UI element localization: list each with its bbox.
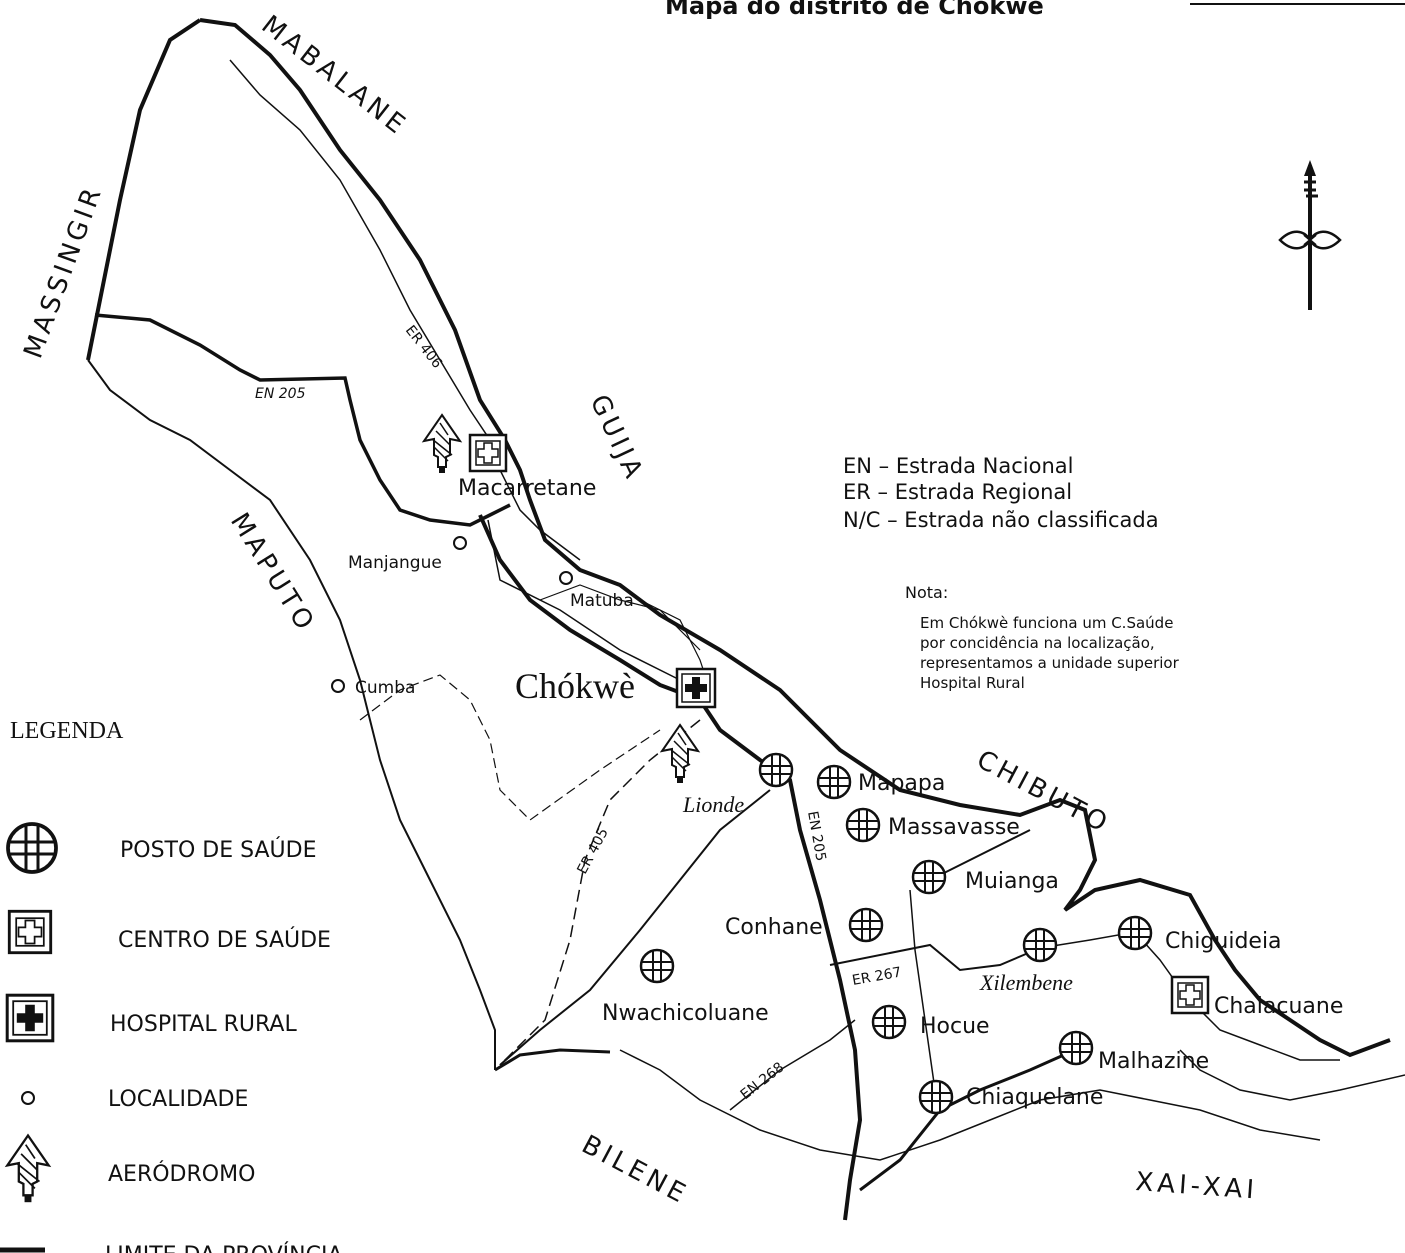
place-nwachicoluane: Nwachicoluane bbox=[602, 1001, 769, 1026]
health-center-icon bbox=[1170, 975, 1210, 1015]
health-post-icon bbox=[1058, 1030, 1094, 1066]
road-en268 bbox=[729, 1019, 856, 1111]
map-title: Mapa do distrito de Chókwè bbox=[665, 0, 1044, 20]
legend-item-health-post: POSTO DE SAÚDE bbox=[6, 822, 317, 874]
neighbor-xai-xai: XAI-XAI bbox=[1135, 1167, 1259, 1205]
road-matuba bbox=[539, 584, 701, 651]
district-seat-chokwe: Chókwè bbox=[515, 666, 635, 706]
road-label-er405: ER 405 bbox=[574, 825, 611, 876]
health-post-icon bbox=[6, 822, 58, 874]
road-hocue bbox=[909, 889, 936, 1091]
legend-label: AERÓDROMO bbox=[108, 1161, 255, 1187]
legend-label: HOSPITAL RURAL bbox=[110, 1012, 297, 1037]
legend-item-rural-hospital: HOSPITAL RURAL bbox=[5, 993, 297, 1043]
health-post-icon bbox=[845, 807, 881, 843]
neighbor-massingir: MASSINGIR bbox=[18, 181, 109, 363]
place-hocue: Hocue bbox=[920, 1014, 990, 1039]
health-post-icon bbox=[816, 764, 852, 800]
place-macarretane: Macarretane bbox=[458, 476, 596, 501]
rural-hospital-icon bbox=[675, 667, 717, 709]
district-boundary bbox=[199, 18, 1391, 1058]
place-massavasse: Massavasse bbox=[888, 815, 1020, 840]
legend-title: LEGENDA bbox=[10, 718, 124, 744]
road-label-en268: EN 268 bbox=[738, 1059, 788, 1103]
health-post-icon bbox=[1117, 915, 1153, 951]
place-mapapa: Mapapa bbox=[858, 771, 945, 796]
note-line-1: Em Chókwè funciona um C.Saúde bbox=[920, 614, 1173, 632]
legend-item-province-boundary: LIMITE DA PROVÍNCIA bbox=[0, 1242, 343, 1253]
rural-hospital-icon bbox=[5, 993, 55, 1043]
district-boundary-south bbox=[494, 1048, 611, 1072]
legend-item-locality: LOCALIDADE bbox=[21, 1087, 248, 1112]
inner-boundary bbox=[94, 313, 511, 527]
road-cumba bbox=[359, 674, 661, 821]
road-legend-nc: N/C – Estrada não classificada bbox=[843, 508, 1159, 532]
legend-label: POSTO DE SAÚDE bbox=[120, 837, 317, 863]
district-boundary-south-west bbox=[87, 359, 496, 1070]
place-matuba: Matuba bbox=[570, 591, 634, 611]
health-post-icon bbox=[758, 752, 794, 788]
road-label-en205-north: EN 205 bbox=[255, 386, 306, 402]
place-xilembene: Xilembene bbox=[979, 970, 1073, 995]
place-manjangue: Manjangue bbox=[348, 553, 442, 573]
health-center-icon bbox=[7, 909, 53, 955]
legend-item-aerodrome: AERÓDROMO bbox=[6, 1134, 255, 1204]
legend-label: LIMITE DA PROVÍNCIA bbox=[105, 1242, 343, 1253]
district-boundary-west bbox=[86, 18, 202, 361]
health-post-icon bbox=[1022, 927, 1058, 963]
health-post-icon bbox=[639, 948, 675, 984]
road-er406 bbox=[487, 519, 681, 681]
health-post-icon bbox=[911, 859, 947, 895]
note-line-3: representamos a unidade superior bbox=[920, 654, 1180, 672]
place-malhazine: Malhazine bbox=[1098, 1049, 1209, 1074]
place-chalacuane: Chalacuane bbox=[1214, 994, 1343, 1019]
legend-label: LOCALIDADE bbox=[108, 1087, 248, 1112]
health-post-icon bbox=[848, 907, 884, 943]
place-lionde: Lionde bbox=[682, 792, 744, 817]
note-line-2: por concidência na localização, bbox=[920, 634, 1155, 652]
road-er267 bbox=[829, 943, 1041, 972]
note-line-4: Hospital Rural bbox=[920, 674, 1025, 692]
road-label-er267: ER 267 bbox=[851, 965, 903, 989]
road-en205 bbox=[478, 514, 863, 1221]
road-legend-en: EN – Estrada Nacional bbox=[843, 454, 1073, 478]
locality-icon bbox=[559, 571, 573, 585]
neighbor-bilene: BILENE bbox=[577, 1130, 694, 1211]
place-cumba: Cumba bbox=[355, 678, 415, 698]
locality-icon bbox=[331, 679, 345, 693]
south-east-coast bbox=[1179, 1049, 1405, 1101]
aerodrome-icon bbox=[6, 1134, 50, 1204]
road-label-er406: ER 406 bbox=[402, 323, 445, 372]
legend-label: CENTRO DE SAÚDE bbox=[118, 927, 331, 953]
place-conhane: Conhane bbox=[725, 915, 823, 940]
river-limpopo bbox=[229, 59, 581, 561]
neighbor-maputo: MAPUTO bbox=[224, 508, 321, 639]
place-chiaquelane: Chiaquelane bbox=[966, 1085, 1103, 1110]
road-chiaquelane bbox=[859, 1048, 1076, 1192]
health-post-icon bbox=[871, 1004, 907, 1040]
north-arrow-icon bbox=[1278, 160, 1342, 310]
aerodrome-icon bbox=[423, 414, 461, 474]
locality-icon bbox=[453, 536, 467, 550]
neighbor-guija: GUIJA bbox=[584, 390, 650, 486]
health-center-icon bbox=[468, 433, 508, 473]
south-boundary-bilene bbox=[619, 1049, 1321, 1161]
place-muianga: Muianga bbox=[965, 869, 1059, 894]
road-er405 bbox=[499, 719, 701, 1066]
neighbor-mabalane: MABALANE bbox=[256, 10, 414, 142]
aerodrome-icon bbox=[661, 724, 699, 784]
road-legend-er: ER – Estrada Regional bbox=[843, 480, 1072, 504]
place-chiguideia: Chiguideia bbox=[1165, 929, 1282, 954]
health-post-icon bbox=[918, 1079, 954, 1115]
note-heading: Nota: bbox=[905, 583, 948, 602]
road-lionde-rail bbox=[499, 789, 771, 1066]
road-muianga bbox=[929, 829, 1031, 881]
locality-icon bbox=[21, 1091, 35, 1105]
legend-item-health-center: CENTRO DE SAÚDE bbox=[7, 909, 331, 955]
